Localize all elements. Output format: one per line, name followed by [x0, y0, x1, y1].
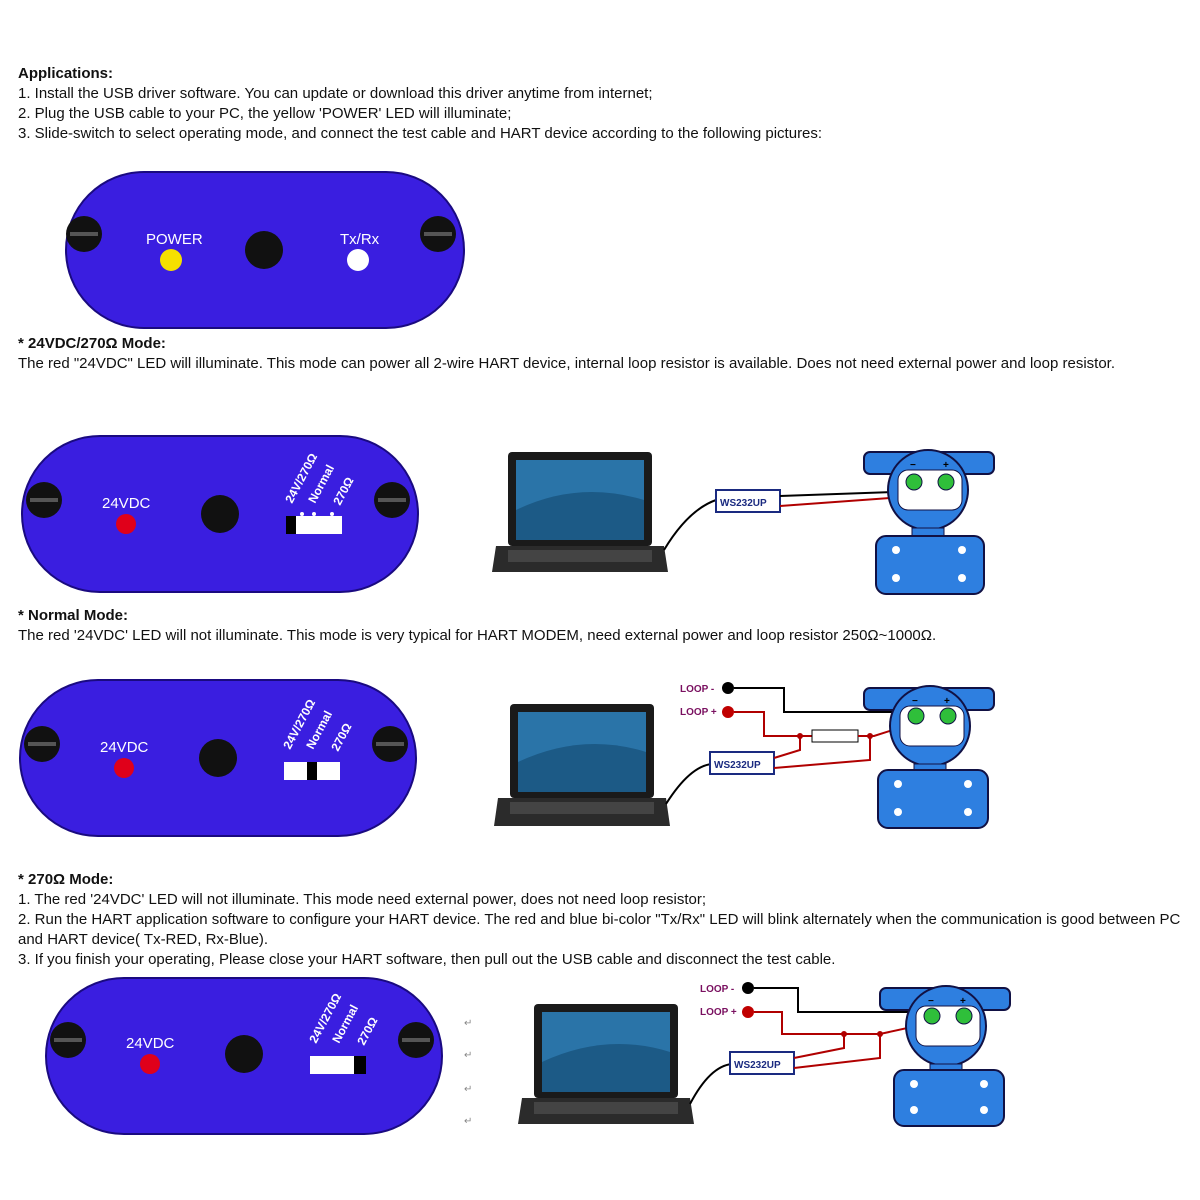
svg-text:−: −	[928, 996, 934, 1007]
laptop-icon	[494, 704, 670, 826]
mode-24vdc-title: * 24VDC/270Ω Mode:	[18, 335, 166, 352]
mode-24vdc-description: The red "24VDC" LED will illuminate. Thi…	[18, 355, 1116, 372]
device-panel-normal-mode: 24VDC 24V/270Ω Normal 270Ω	[19, 679, 417, 837]
svg-text:−: −	[912, 696, 918, 707]
device-panel-24vdc-mode: 24VDC 24V/270Ω Normal 270Ω	[21, 435, 419, 593]
led-24vdc-label: 24VDC	[100, 739, 149, 756]
usb-port	[201, 495, 239, 533]
loop-minus-label: LOOP -	[680, 684, 714, 695]
return-mark: ↵	[464, 1116, 473, 1127]
mode-slide-switch[interactable]	[284, 762, 340, 780]
modem-label: WS232UP	[720, 498, 767, 509]
modem-label: WS232UP	[734, 1060, 781, 1071]
return-mark: ↵	[464, 1084, 473, 1095]
mode-normal-title: * Normal Mode:	[18, 607, 129, 624]
modem-box	[709, 751, 775, 775]
applications-title: Applications:	[18, 65, 114, 82]
mode-normal-description: The red '24VDC' LED will not illuminate.…	[18, 627, 937, 644]
loop-plus-label: LOOP +	[700, 1007, 737, 1018]
device-panel-270-mode: 24VDC 24V/270Ω Normal 270Ω	[45, 977, 443, 1135]
mode-slide-switch[interactable]	[310, 1056, 366, 1074]
loop-plus-terminal	[722, 706, 734, 718]
modem-box	[715, 489, 781, 513]
led-24vdc-label: 24VDC	[102, 495, 151, 512]
mode-slide-switch[interactable]	[286, 512, 342, 534]
mode-270-step-2: 2. Run the HART application software to …	[18, 911, 1181, 948]
txrx-label: Tx/Rx	[340, 231, 380, 248]
return-mark: ↵	[464, 1050, 473, 1061]
led-24vdc	[116, 514, 136, 534]
return-mark: ↵	[464, 1018, 473, 1029]
svg-text:+: +	[944, 696, 950, 707]
hart-transmitter-icon: − +	[863, 685, 995, 829]
mode-270-step-3: 3. If you finish your operating, Please …	[18, 951, 836, 968]
loop-resistor	[811, 729, 859, 743]
laptop-icon	[518, 1004, 694, 1124]
power-label: POWER	[146, 231, 203, 248]
txrx-led	[347, 249, 369, 271]
usb-port	[199, 739, 237, 777]
applications-step-3: 3. Slide-switch to select operating mode…	[18, 125, 823, 142]
connection-diagram-normal: LOOP - LOOP + WS232UP − +	[494, 682, 995, 829]
power-led	[160, 249, 182, 271]
usb-port	[245, 231, 283, 269]
svg-text:−: −	[910, 460, 916, 471]
modem-label: WS232UP	[714, 760, 761, 771]
svg-text:+: +	[960, 996, 966, 1007]
device-top-panel: POWER Tx/Rx	[65, 171, 465, 329]
svg-text:+: +	[943, 460, 949, 471]
loop-minus-label: LOOP -	[700, 984, 734, 995]
mode-270-step-1: 1. The red '24VDC' LED will not illumina…	[18, 891, 707, 908]
modem-box	[729, 1051, 795, 1075]
loop-plus-label: LOOP +	[680, 707, 717, 718]
hart-transmitter-icon: − +	[879, 985, 1011, 1127]
hart-transmitter-icon: − +	[863, 449, 995, 595]
led-24vdc-label: 24VDC	[126, 1035, 175, 1052]
led-24vdc	[114, 758, 134, 778]
usb-port	[225, 1035, 263, 1073]
connection-diagram-24vdc: WS232UP − +	[492, 449, 995, 595]
applications-step-1: 1. Install the USB driver software. You …	[18, 85, 653, 102]
applications-step-2: 2. Plug the USB cable to your PC, the ye…	[18, 105, 512, 122]
loop-minus-terminal	[722, 682, 734, 694]
laptop-icon	[492, 452, 668, 572]
loop-plus-terminal	[742, 1006, 754, 1018]
led-24vdc	[140, 1054, 160, 1074]
mode-270-title: * 270Ω Mode:	[18, 871, 114, 888]
connection-diagram-270: LOOP - LOOP + WS232UP − +	[518, 982, 1011, 1127]
loop-minus-terminal	[742, 982, 754, 994]
